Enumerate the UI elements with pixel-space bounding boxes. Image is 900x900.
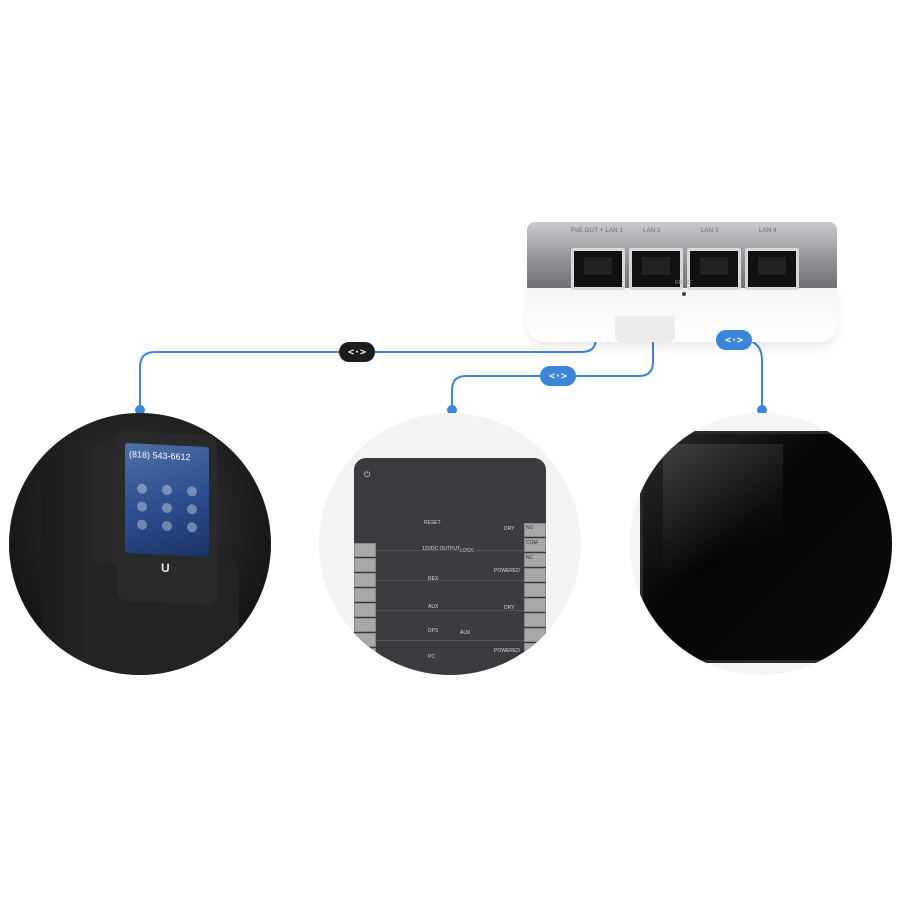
divider: [376, 610, 524, 611]
access-hub-circle: ⏻ RESET 12VDC OUTPUT LOCK POWERED DRY RE…: [319, 413, 581, 675]
hub-label-aux-2: AUX: [460, 630, 471, 636]
phone-number: (818) 543-6612: [129, 449, 191, 463]
reset-pinhole: [682, 292, 686, 296]
terminal-right: [524, 613, 546, 627]
terminal-left: [354, 573, 376, 587]
hub-label-lock: LOCK: [460, 548, 474, 554]
terminal-left: [354, 588, 376, 602]
phone-endpoint-dot: [135, 405, 145, 415]
hub-label-aux: AUX: [428, 604, 439, 610]
keypad-key: [162, 520, 172, 532]
terminal-right: [524, 523, 546, 537]
terminal-label-nc: NC: [526, 555, 534, 561]
phone-screen: (818) 543-6612: [125, 442, 209, 558]
connection-pill-hub: <·>: [540, 366, 576, 386]
hub-label-dps: DPS: [428, 628, 439, 634]
access-hub-panel: ⏻ RESET 12VDC OUTPUT LOCK POWERED DRY RE…: [354, 458, 546, 675]
brand-logo: U: [161, 560, 170, 576]
network-switch: PoE OUT + LAN 1 LAN 2 LAN 3 LAN 4 RESET: [527, 222, 837, 342]
port-label-1: PoE OUT + LAN 1: [571, 228, 624, 234]
port-label-4: LAN 4: [759, 228, 777, 234]
divider: [376, 580, 524, 581]
terminal-right: [524, 583, 546, 597]
hub-label-output: 12VDC OUTPUT: [422, 546, 461, 552]
hub-label-pc: PC: [428, 654, 435, 660]
terminal-right: [524, 598, 546, 612]
terminal-left: [354, 618, 376, 632]
keypad-key: [137, 519, 147, 530]
divider: [376, 640, 524, 641]
terminal-left: [354, 633, 376, 647]
port-label-3: LAN 3: [701, 228, 719, 234]
terminal-right: [524, 553, 546, 567]
tv-glare: [663, 444, 783, 634]
hub-label-powered: POWERED: [494, 568, 520, 574]
keypad-key: [137, 483, 147, 494]
hub-endpoint-dot: [447, 405, 457, 415]
ethernet-port-1: [571, 248, 625, 290]
switch-mount: [615, 316, 675, 342]
terminal-label-no: NO: [526, 525, 534, 531]
keypad-key: [162, 502, 172, 514]
keypad-key: [187, 504, 197, 515]
connection-pill-tv: <·>: [716, 330, 752, 350]
reset-label: RESET: [675, 280, 692, 286]
tv-display-circle: [630, 413, 892, 675]
terminal-left: [354, 603, 376, 617]
power-icon: ⏻: [364, 470, 371, 479]
terminal-left: [354, 543, 376, 557]
terminal-right: [524, 643, 546, 657]
terminal-right: [524, 538, 546, 552]
hub-label-dry: DRY: [504, 526, 515, 532]
tv-endpoint-dot: [757, 405, 767, 415]
tv-screen: [640, 431, 892, 663]
keypad-key: [187, 486, 197, 497]
ethernet-port-2: [629, 248, 683, 290]
keypad-key: [187, 522, 197, 533]
phone-device-circle: (818) 543-6612 U: [9, 413, 271, 675]
ethernet-port-4: [745, 248, 799, 290]
divider: [376, 550, 524, 551]
switch-faceplate: PoE OUT + LAN 1 LAN 2 LAN 3 LAN 4 RESET: [527, 222, 837, 290]
keypad-key: [162, 484, 172, 496]
terminal-right: [524, 628, 546, 642]
hub-label-powered-2: POWERED: [494, 648, 520, 654]
phone-tablet: (818) 543-6612 U: [117, 430, 217, 606]
terminal-left: [354, 648, 376, 662]
hub-label-reset: RESET: [424, 520, 441, 526]
hub-label-dry-2: DRY: [504, 605, 515, 611]
terminal-right: [524, 568, 546, 582]
hub-label-rex: REX: [428, 576, 439, 582]
keypad-key: [137, 501, 147, 512]
connection-pill-phone: <·>: [339, 342, 375, 362]
terminal-label-com: COM: [526, 540, 538, 546]
ethernet-port-3: [687, 248, 741, 290]
port-label-2: LAN 2: [643, 228, 661, 234]
terminal-left: [354, 558, 376, 572]
